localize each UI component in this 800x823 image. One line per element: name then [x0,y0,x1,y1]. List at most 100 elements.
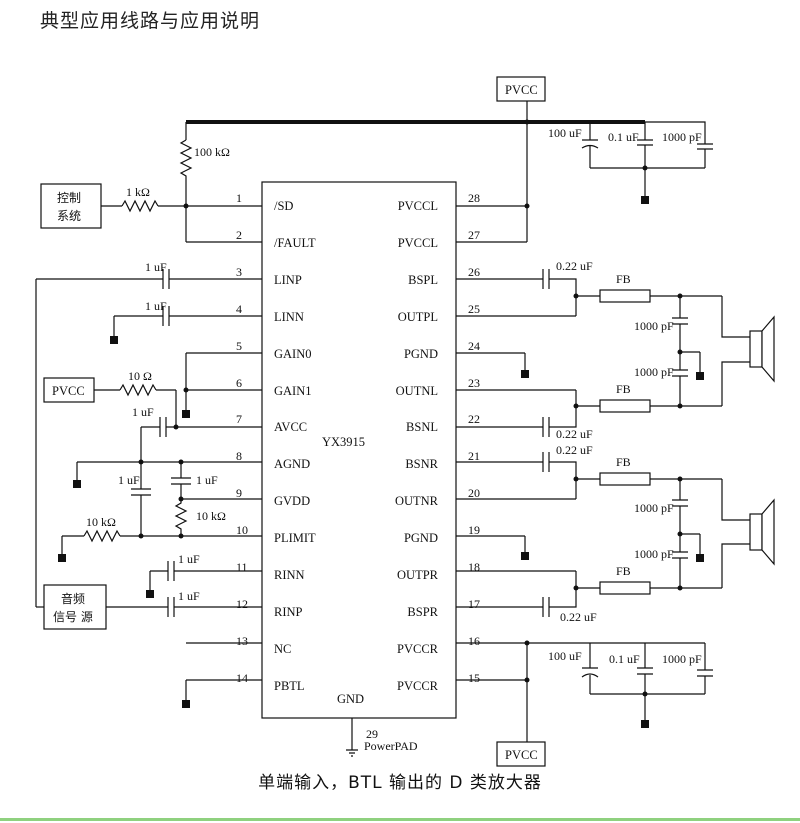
cap-top-small [645,121,713,168]
pin-number-left: 10 [236,523,248,537]
ground-symbol [73,480,81,488]
cap-bsnr [542,452,550,472]
cap-bottom-mid [637,643,653,694]
resistor-10-ohm [119,383,157,397]
pin-number-right: 28 [468,191,480,205]
pin-number-right: 15 [468,671,480,685]
pin-number-right: 17 [468,597,480,611]
page-title: 典型应用线路与应用说明 [40,10,261,32]
resistor-100k [179,139,193,206]
pin-name-left: GAIN1 [274,384,312,398]
pin-name-right: OUTNL [396,384,438,398]
svg-text:0.22 uF: 0.22 uF [556,259,593,273]
pin-name-right: BSPL [408,273,438,287]
pin-name-left: RINP [274,605,303,619]
pin-name-right: PGND [404,347,438,361]
svg-text:1000 pF: 1000 pF [634,365,674,379]
pin-number-right: 24 [468,339,480,353]
cap-filter-3-4 [672,479,688,588]
cap-filter-1-2 [672,296,688,406]
pvcc-top-label: PVCC [505,83,538,97]
svg-text:1000 pF: 1000 pF [662,130,702,144]
speaker-icon-left [749,315,775,383]
ground-symbol [696,372,704,380]
pin-number-left: 1 [236,191,242,205]
cap-top-bulk [581,122,599,168]
ground-symbol [641,720,649,728]
pin-number-left: 8 [236,449,242,463]
pvcc-top-box [496,76,546,102]
pin-number-left: 13 [236,634,248,648]
pvcc-left-box [43,377,95,403]
svg-text:1 uF: 1 uF [196,473,218,487]
pvcc-bottom-box [496,741,546,767]
pin-name-left: NC [274,642,291,656]
svg-text:1000 pF: 1000 pF [662,652,702,666]
figure-caption: 单端输入，BTL 输出的 D 类放大器 [258,773,542,793]
pin-number-left: 7 [236,412,242,426]
ground-symbol [696,554,704,562]
cap-avcc [159,417,167,437]
pin-name-right: BSPR [407,605,438,619]
cap-bottom-small [697,643,713,694]
svg-text:10 Ω: 10 Ω [128,369,152,383]
ic-name: YX3915 [322,435,365,449]
svg-text:1 uF: 1 uF [178,589,200,603]
pin-number-left: 6 [236,376,242,390]
cap-bspl [542,269,550,289]
pin-number-right: 19 [468,523,480,537]
ground-symbol [182,700,190,708]
pin-number-left: 12 [236,597,248,611]
svg-text:1 uF: 1 uF [178,552,200,566]
pin-name-right: PVCCL [398,236,438,250]
pin-number-right: 23 [468,376,480,390]
pin-number-left: 3 [236,265,242,279]
cap-bottom-bulk [581,643,599,694]
pin-number-right: 22 [468,412,480,426]
svg-text:信号 源: 信号 源 [53,610,93,624]
svg-text:0.22 uF: 0.22 uF [560,610,597,624]
pin-name-right: PVCCR [397,642,439,656]
svg-text:1 uF: 1 uF [132,405,154,419]
ferrite-bead-2 [599,399,651,413]
ground-symbol [521,552,529,560]
audio-source-box [43,584,107,630]
svg-text:0.1 uF: 0.1 uF [609,652,640,666]
pin-name-left: PBTL [274,679,305,693]
pin-number-right: 27 [468,228,480,242]
svg-text:FB: FB [616,455,631,469]
svg-text:1 uF: 1 uF [118,473,140,487]
svg-text:PVCC: PVCC [52,384,85,398]
pin-name-right: PGND [404,531,438,545]
bottom-divider [0,818,800,821]
svg-text:100 uF: 100 uF [548,649,582,663]
resistor-10k-plimit [83,529,121,543]
ground-symbol [146,590,154,598]
ground-symbol [110,336,118,344]
svg-text:10 kΩ: 10 kΩ [196,509,226,523]
cap-bsnl [542,417,550,437]
pin-name-right: OUTPL [398,310,438,324]
powerpad-number: 29 [366,727,378,741]
svg-text:1000 pF: 1000 pF [634,547,674,561]
ferrite-bead-3 [599,472,651,486]
svg-text:控制: 控制 [57,191,81,205]
svg-text:100 uF: 100 uF [548,126,582,140]
ic-gnd-label: GND [337,692,364,706]
svg-text:100 kΩ: 100 kΩ [194,145,230,159]
svg-text:1000 pF: 1000 pF [634,319,674,333]
ground-symbol [58,554,66,562]
ferrite-bead-4 [599,581,651,595]
control-system-box [40,183,102,229]
ground-symbol [346,749,358,757]
svg-text:PVCC: PVCC [505,748,538,762]
ground-symbol [182,410,190,418]
pin-name-right: PVCCR [397,679,439,693]
ferrite-bead-1 [599,289,651,303]
svg-text:音频: 音频 [61,591,85,606]
pin-number-left: 9 [236,486,242,500]
ground-symbol [641,196,649,204]
ground-symbol [521,370,529,378]
svg-text:1 kΩ: 1 kΩ [126,185,150,199]
